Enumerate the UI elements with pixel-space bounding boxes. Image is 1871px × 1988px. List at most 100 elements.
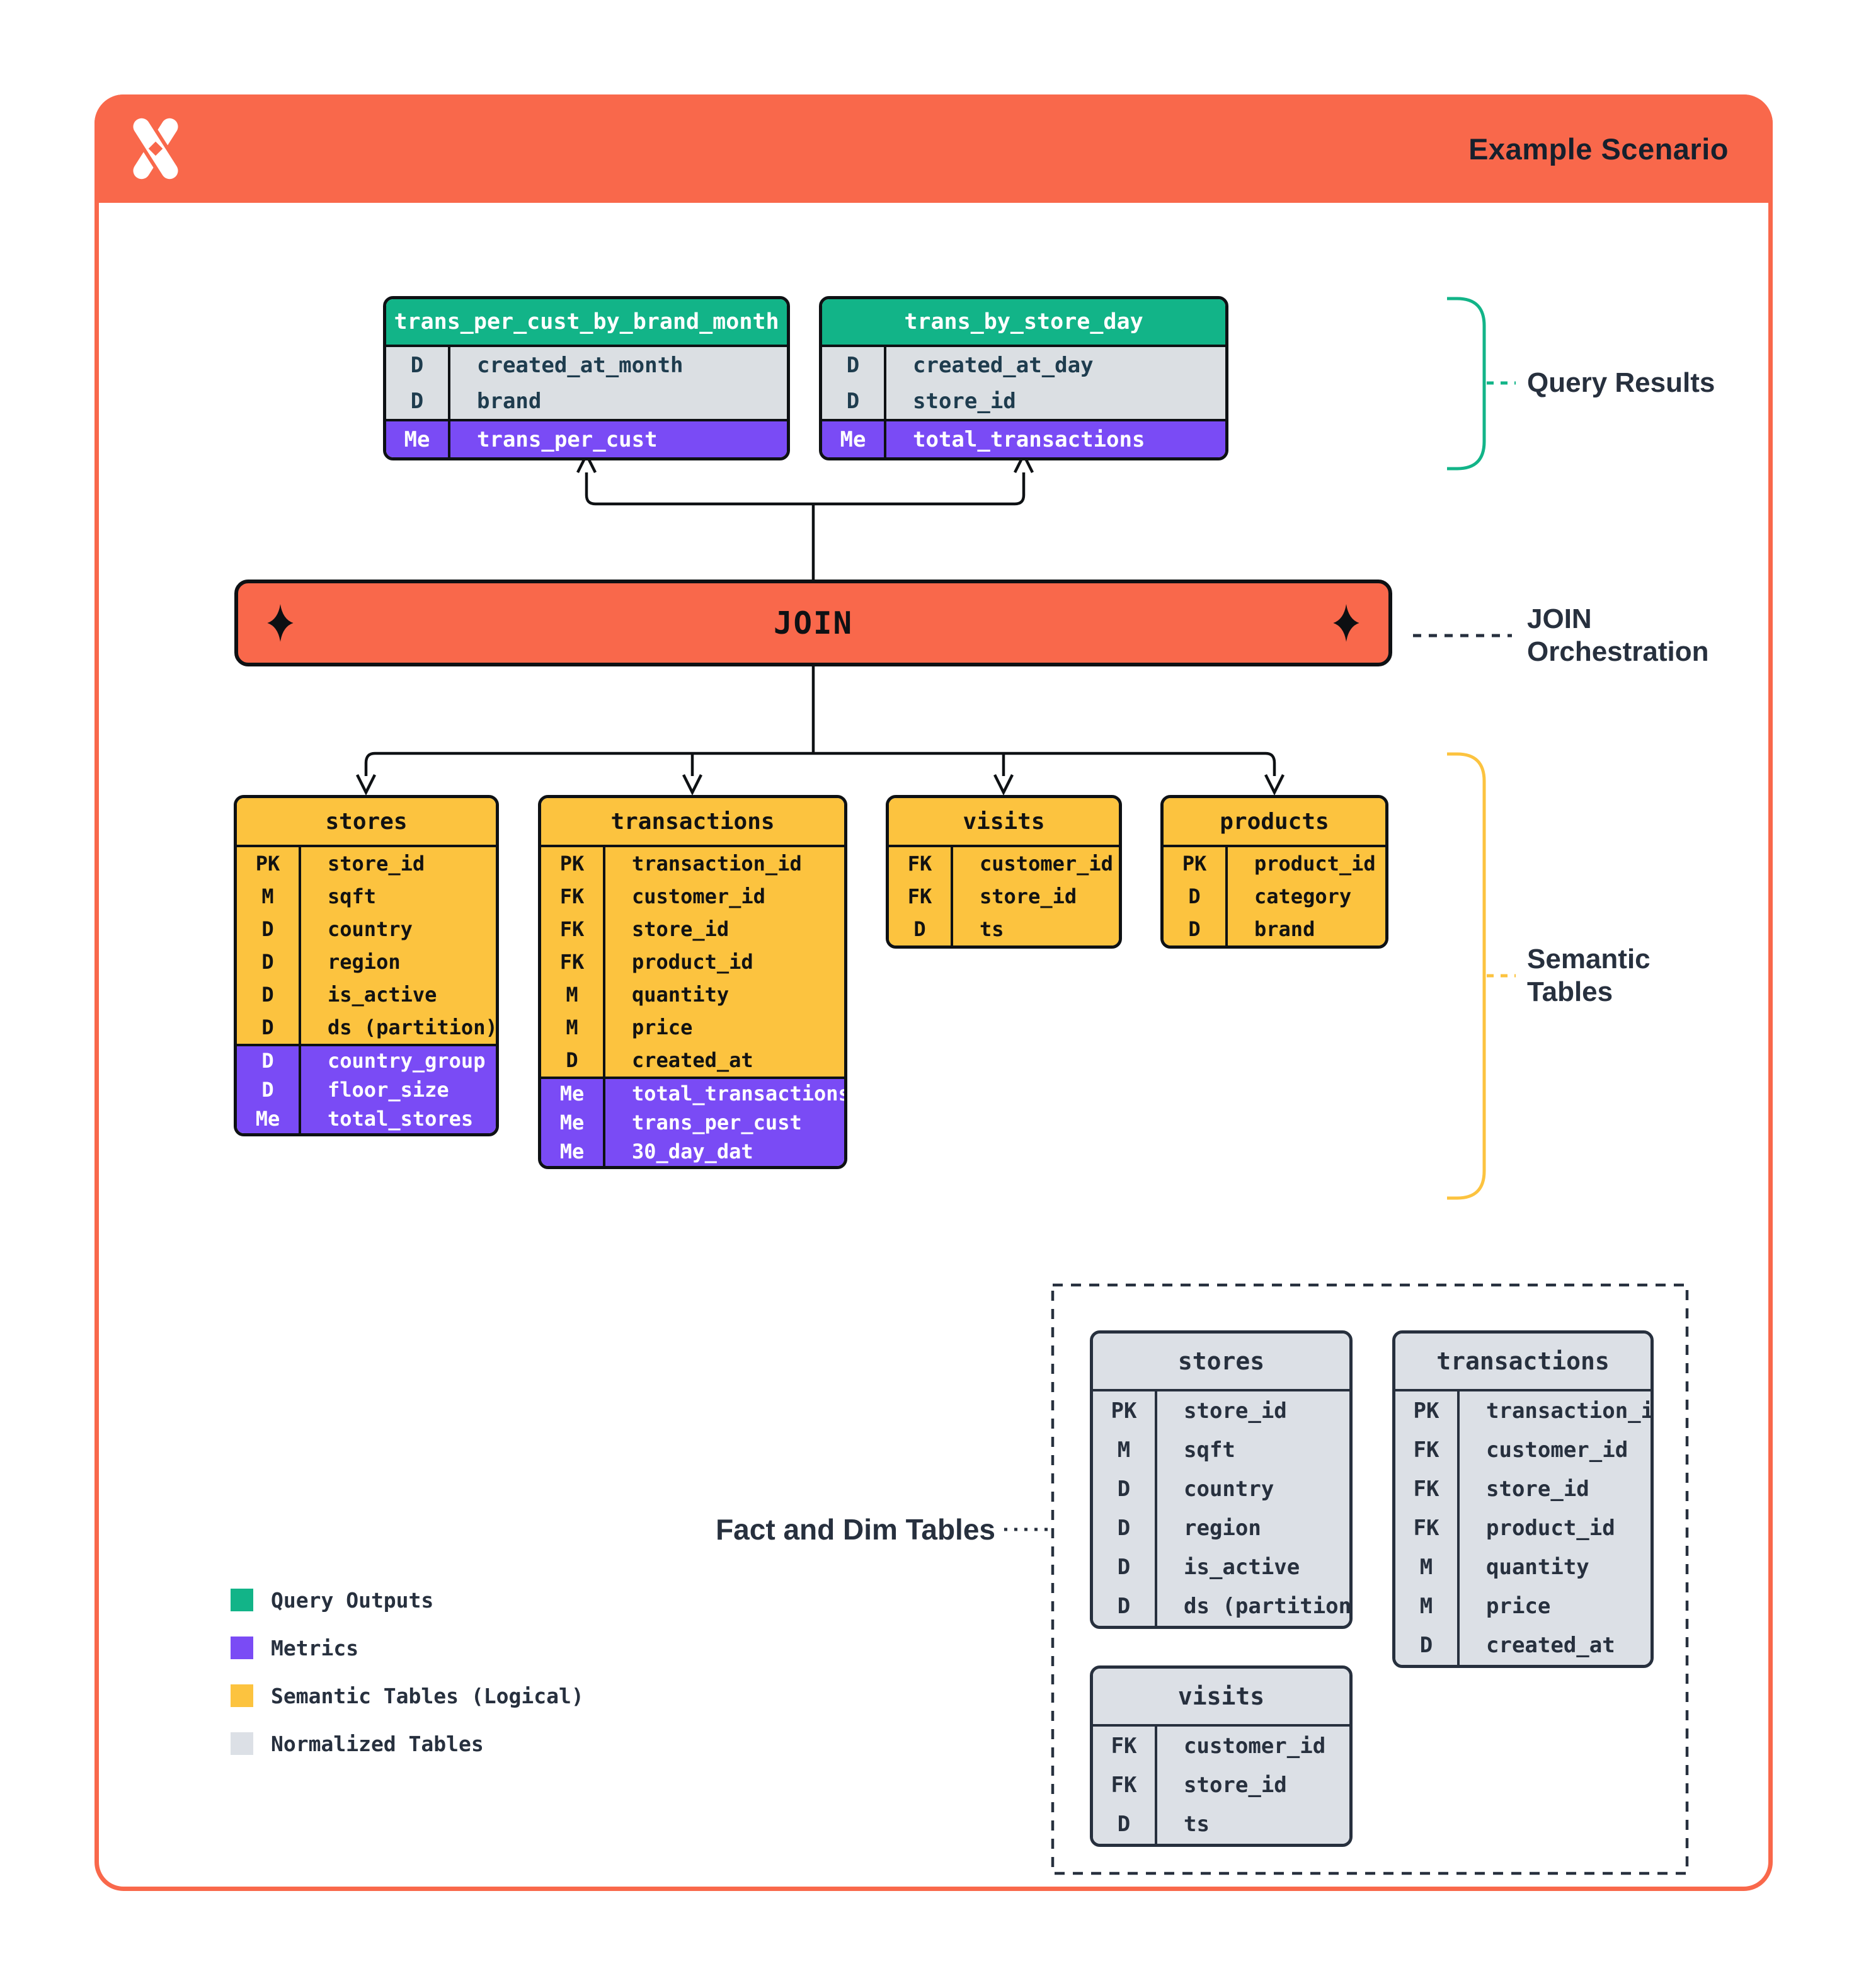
column-name: transaction_id <box>1486 1398 1654 1424</box>
table-title: visits <box>1093 1669 1349 1727</box>
table-row: FK customer_id <box>889 847 1119 880</box>
column-key-badge: D <box>1395 1626 1460 1665</box>
column-key-badge: D <box>237 978 301 1011</box>
join-orchestration-bar: JOIN <box>234 580 1392 666</box>
column-name: is_active <box>328 983 437 1007</box>
column-name: created_at_day <box>913 352 1094 378</box>
column-name: 30_day_dat <box>632 1140 753 1163</box>
table-title: stores <box>237 798 496 847</box>
column-name: store_id <box>980 884 1077 908</box>
column-name: total_transactions <box>913 426 1145 452</box>
column-key-badge: PK <box>1164 847 1228 880</box>
column-key-badge: FK <box>1395 1509 1460 1548</box>
column-key-badge: D <box>386 347 450 383</box>
table-title: trans_by_store_day <box>822 299 1225 347</box>
column-key-badge: D <box>386 383 450 419</box>
column-name: customer_id <box>980 852 1113 876</box>
column-key-badge: D <box>237 1075 301 1104</box>
column-name: customer_id <box>632 884 765 908</box>
table-row: FK customer_id <box>541 880 844 913</box>
column-name: ts <box>1184 1812 1210 1837</box>
column-key-badge: FK <box>889 847 953 880</box>
column-name: ds (partition) <box>328 1015 498 1039</box>
column-name: product_id <box>1254 852 1376 876</box>
column-name: store_id <box>328 852 425 876</box>
column-name: quantity <box>1486 1555 1589 1580</box>
query-results-label: Query Results <box>1527 367 1715 398</box>
column-key-badge: FK <box>541 913 605 945</box>
legend-label: Query Outputs <box>271 1587 434 1613</box>
column-key-badge: PK <box>541 847 605 880</box>
column-key-badge: FK <box>541 945 605 978</box>
column-name: category <box>1254 884 1352 908</box>
table-title: trans_per_cust_by_brand_month <box>386 299 787 347</box>
column-name: store_id <box>1486 1477 1589 1502</box>
legend-item-query-outputs: Query Outputs <box>231 1587 584 1613</box>
column-name: total_stores <box>328 1107 474 1131</box>
column-key-badge: Me <box>541 1108 605 1137</box>
column-name: sqft <box>328 884 377 908</box>
column-name: brand <box>477 388 542 414</box>
header-band: Example Scenario <box>94 94 1773 203</box>
column-key-badge: PK <box>237 847 301 880</box>
column-name: price <box>1486 1594 1551 1619</box>
column-key-badge: D <box>1164 880 1228 913</box>
column-key-badge: D <box>237 1046 301 1075</box>
column-key-badge: D <box>237 1011 301 1044</box>
column-name: sqft <box>1184 1437 1235 1463</box>
column-name: product_id <box>632 950 753 974</box>
column-key-badge: PK <box>1093 1391 1157 1431</box>
table-title: stores <box>1093 1334 1349 1391</box>
column-name: transaction_id <box>632 852 802 876</box>
fact-dim-label: Fact and Dim Tables <box>716 1513 995 1546</box>
column-name: country_group <box>328 1049 486 1073</box>
column-key-badge: Me <box>386 421 450 457</box>
column-key-badge: FK <box>1395 1470 1460 1509</box>
column-key-badge: D <box>822 383 886 419</box>
column-name: is_active <box>1184 1555 1300 1580</box>
column-name: created_at <box>1486 1633 1615 1658</box>
column-key-badge: M <box>541 1011 605 1044</box>
column-name: store_id <box>1184 1398 1287 1424</box>
column-name: price <box>632 1015 693 1039</box>
column-key-badge: M <box>1093 1431 1157 1470</box>
column-key-badge: FK <box>541 880 605 913</box>
column-name: brand <box>1254 917 1315 941</box>
column-key-badge: D <box>1093 1470 1157 1509</box>
column-name: store_id <box>1184 1773 1287 1798</box>
legend: Query Outputs Metrics Semantic Tables (L… <box>231 1587 584 1756</box>
legend-label: Normalized Tables <box>271 1731 484 1756</box>
column-key-badge: Me <box>822 421 886 457</box>
column-name: customer_id <box>1486 1437 1628 1463</box>
column-name: customer_id <box>1184 1734 1326 1759</box>
table-title: visits <box>889 798 1119 847</box>
column-key-badge: D <box>1093 1805 1157 1844</box>
